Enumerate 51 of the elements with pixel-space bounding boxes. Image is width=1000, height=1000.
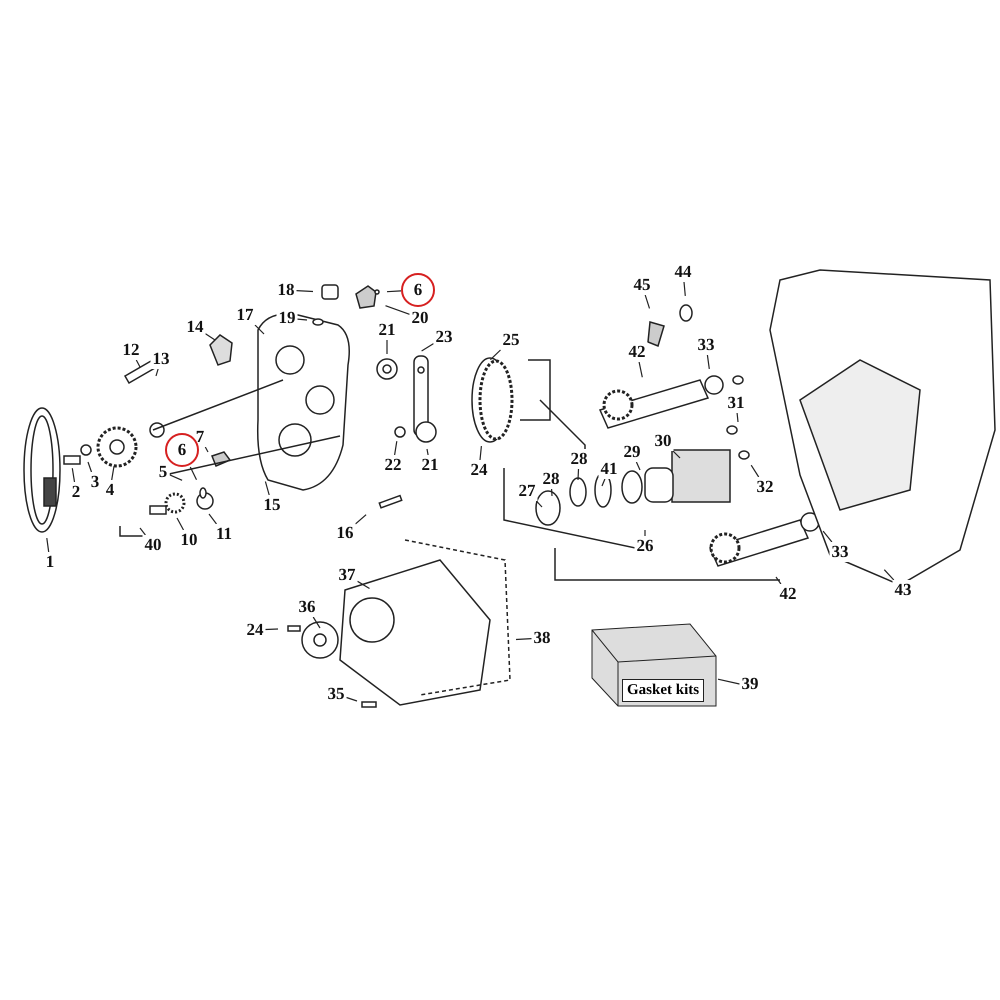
leader-line <box>644 294 650 309</box>
leader-line <box>386 340 388 354</box>
leader-line <box>577 468 580 480</box>
callout-number: 42 <box>626 342 648 362</box>
leader-line <box>208 514 217 524</box>
leader-line <box>822 530 832 542</box>
leader-line <box>706 354 710 369</box>
leader-line <box>87 462 92 472</box>
leader-line <box>884 569 894 580</box>
leader-line <box>736 412 739 422</box>
callout-number: 33 <box>830 542 850 562</box>
leader-line <box>355 514 366 524</box>
leader-line <box>601 478 606 486</box>
leader-line <box>312 616 321 628</box>
leader-line <box>421 343 434 352</box>
leader-line <box>644 530 646 536</box>
leader-line <box>297 318 308 321</box>
leader-line <box>750 464 760 478</box>
leader-line <box>190 466 198 480</box>
leader-line <box>536 500 542 508</box>
leader-line <box>490 350 501 360</box>
leader-line <box>72 468 76 482</box>
leader-line <box>479 446 482 460</box>
leader-line <box>346 696 358 702</box>
leader-line <box>638 362 643 378</box>
leader-line <box>296 290 314 292</box>
leader-line <box>140 528 146 536</box>
leader-line <box>254 324 264 334</box>
leader-line <box>683 282 686 296</box>
leader-line <box>176 518 184 530</box>
leader-line <box>386 290 402 292</box>
leader-line <box>385 305 410 315</box>
leader-line <box>357 580 370 590</box>
leader-line <box>394 441 398 456</box>
leader-line <box>265 628 278 630</box>
leader-line <box>169 474 182 481</box>
leader-line <box>636 462 641 470</box>
leader-line <box>718 678 740 685</box>
leader-line <box>264 481 270 496</box>
leader-line <box>672 450 680 458</box>
leader-line <box>111 466 115 480</box>
leader-line <box>46 538 50 552</box>
leader-line <box>136 360 141 368</box>
leader-line <box>155 368 159 376</box>
leader-line <box>776 576 782 584</box>
leader-line <box>204 446 209 452</box>
leader-line <box>551 488 553 496</box>
gasket-kit-box: Gasket kits <box>590 622 718 708</box>
leader-line <box>205 333 216 340</box>
leader-line <box>516 638 532 640</box>
leader-line <box>426 448 429 456</box>
